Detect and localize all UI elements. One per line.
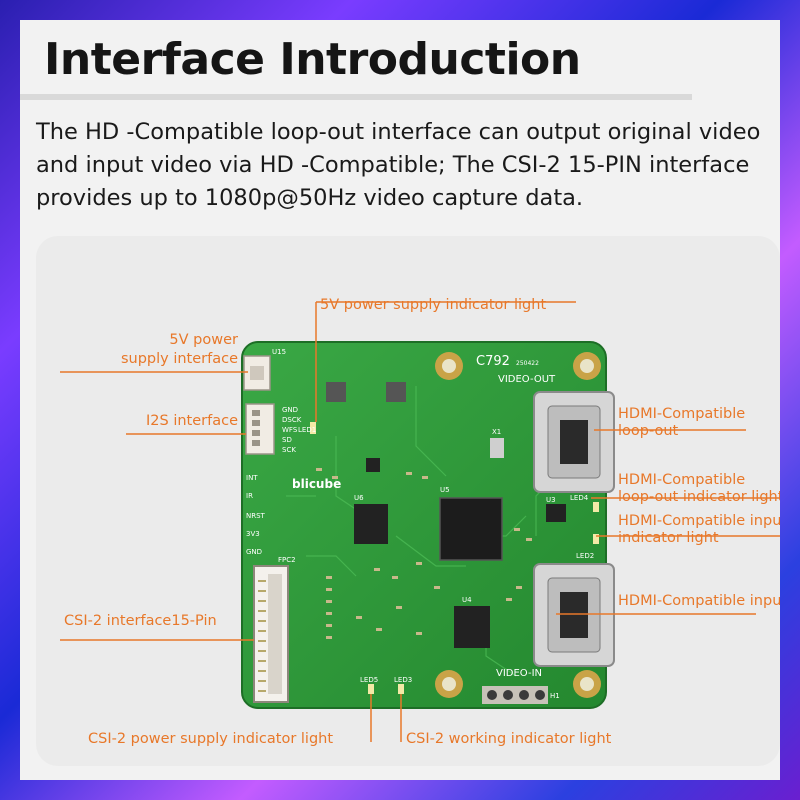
board-brand-logo: blicube: [292, 477, 341, 491]
silk-u6: U6: [354, 494, 364, 502]
board-model: C792: [476, 354, 510, 369]
chip-u3: [546, 504, 566, 522]
crystal-x1: [490, 438, 504, 458]
silk-x1: X1: [492, 428, 501, 436]
label-csi-working-led: CSI-2 working indicator light: [406, 731, 612, 747]
silk-fpc2: FPC2: [278, 556, 296, 564]
chip-u6: [354, 504, 388, 544]
silk-u4: U4: [462, 596, 472, 604]
page-title: Interface Introduction: [44, 34, 581, 85]
inductor-2: [386, 382, 406, 402]
title-underline: [20, 94, 692, 100]
silk-led4: LED4: [570, 494, 589, 502]
label-csi-power-led: CSI-2 power supply indicator light: [88, 731, 334, 747]
smd-components: [316, 468, 532, 639]
led-input: [593, 534, 599, 544]
silk-dsck: DSCK: [282, 416, 302, 424]
label-hdmi-loop-out-line2: loop-out: [618, 423, 679, 439]
board-diagram: U15 GND DSCK WFS SD SCK INT IR NRST 3V3 …: [60, 301, 780, 742]
silk-led1: LED1: [298, 426, 316, 434]
pin-header-h1: [482, 686, 548, 704]
chip-small-1: [366, 458, 380, 472]
board-video-in: VIDEO-IN: [496, 668, 542, 679]
silk-u15: U15: [272, 348, 286, 356]
silk-nrst: NRST: [246, 512, 266, 520]
board-video-out: VIDEO-OUT: [498, 374, 556, 385]
silk-u5: U5: [440, 486, 450, 494]
label-hdmi-input-led-line2: indicator light: [618, 530, 719, 546]
led-power-5v: [310, 422, 316, 434]
silk-sck: SCK: [282, 446, 296, 454]
led-loop-out: [593, 502, 599, 512]
intro-paragraph: The HD -Compatible loop-out interface ca…: [36, 119, 761, 211]
label-5v-power-interface-line1: 5V power: [169, 332, 238, 348]
inductor-1: [326, 382, 346, 402]
label-hdmi-input-led-line1: HDMI-Compatible input: [618, 513, 780, 529]
silk-led3: LED3: [394, 676, 412, 684]
content-frame: Interface Introduction The HD -Compatibl…: [20, 20, 780, 780]
label-i2s-interface: I2S interface: [146, 413, 238, 429]
silk-gnd-2: GND: [246, 548, 262, 556]
silk-sd: SD: [282, 436, 292, 444]
chip-u4: [454, 606, 490, 648]
silk-ir: IR: [246, 492, 253, 500]
silk-gnd: GND: [282, 406, 298, 414]
callout-lines: [60, 301, 780, 742]
label-5v-power-interface-line2: supply interface: [120, 351, 238, 367]
silk-int: INT: [246, 474, 258, 482]
board-model-sub: 250422: [516, 360, 539, 367]
label-hdmi-loop-led-line1: HDMI-Compatible: [618, 472, 746, 488]
label-hdmi-loop-led-line2: loop-out indicator light: [618, 489, 780, 505]
led-csi-power: [368, 684, 374, 694]
pcb-board: [241, 341, 607, 709]
silk-u3: U3: [546, 496, 556, 504]
silk-3v3: 3V3: [246, 530, 260, 538]
label-5v-power-led: 5V power supply indicator light: [320, 297, 547, 313]
label-hdmi-loop-out-line1: HDMI-Compatible: [618, 406, 746, 422]
silk-h1: H1: [550, 692, 560, 700]
led-csi-work: [398, 684, 404, 694]
label-csi-interface: CSI-2 interface15-Pin: [64, 613, 217, 629]
silk-wfs: WFS: [282, 426, 298, 434]
silk-led2: LED2: [576, 552, 594, 560]
silk-led5: LED5: [360, 676, 378, 684]
mounting-holes: [435, 352, 601, 698]
label-hdmi-input: HDMI-Compatible input: [618, 593, 780, 609]
diagram-panel: U15 GND DSCK WFS SD SCK INT IR NRST 3V3 …: [36, 236, 780, 766]
main-chip: [439, 497, 503, 561]
